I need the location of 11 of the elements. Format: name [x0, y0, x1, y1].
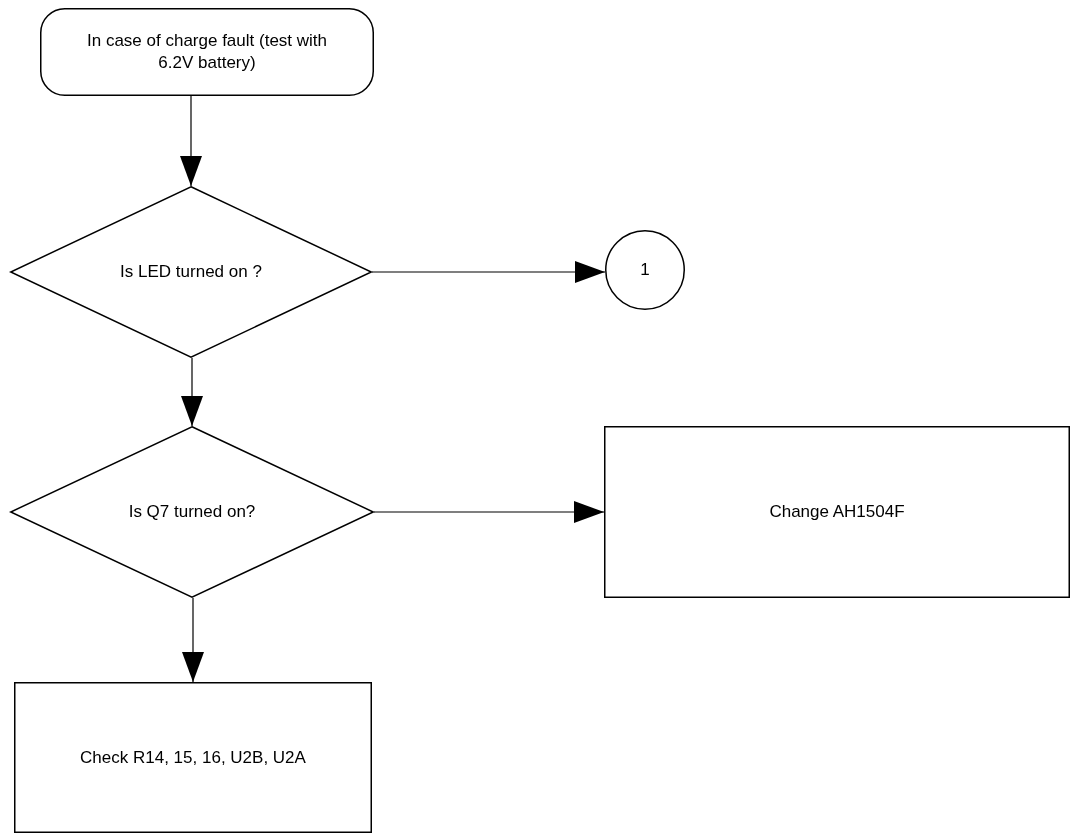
question-text: Is LED turned on ?	[120, 261, 262, 283]
question-text: Is Q7 turned on?	[128, 501, 256, 523]
arrow	[180, 95, 202, 187]
arrow	[371, 261, 606, 283]
arrow	[181, 357, 203, 427]
arrow	[373, 501, 605, 523]
process-text: Change AH1504F	[769, 501, 905, 523]
arrow	[182, 597, 204, 683]
start-text: In case of charge fault (test with 6.2V battery)	[87, 30, 327, 74]
process-text: Check R14, 15, 16, U2B, U2A	[80, 746, 306, 769]
connector-number: 1	[640, 259, 650, 281]
